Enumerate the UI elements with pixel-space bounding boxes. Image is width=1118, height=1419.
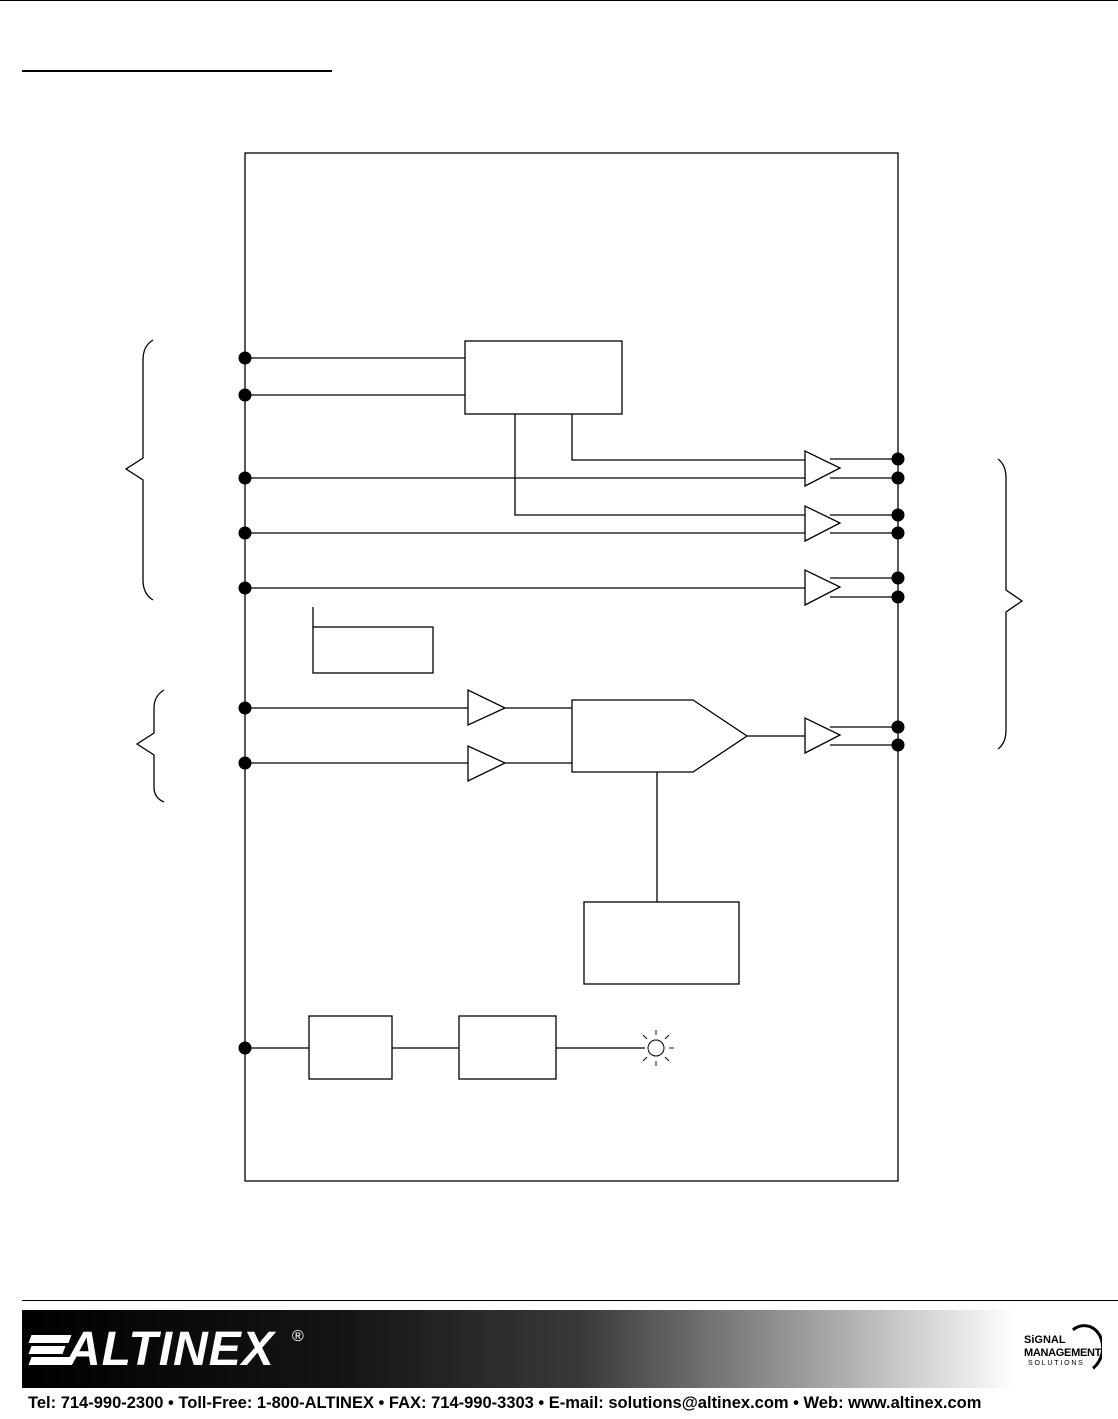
connector-dot-icon bbox=[238, 526, 252, 540]
power-box bbox=[312, 626, 434, 674]
registered-mark: ® bbox=[292, 1328, 304, 1345]
connector-dot-icon bbox=[891, 452, 905, 466]
brand-banner: ALTINEX ® SiGNAL MANAGEMENT SOLUTIONS bbox=[22, 1310, 1102, 1388]
connector-dot-icon bbox=[891, 590, 905, 604]
regulator-box bbox=[308, 1015, 393, 1080]
connector-dot-icon bbox=[891, 738, 905, 752]
connector-dot-icon bbox=[891, 720, 905, 734]
logo-signal: SiGNAL bbox=[1024, 1334, 1066, 1346]
buffer-icon bbox=[804, 449, 842, 488]
diagram-line bbox=[642, 1034, 648, 1040]
driver-box bbox=[458, 1015, 557, 1080]
led-icon bbox=[647, 1039, 665, 1057]
connector-dot-icon bbox=[891, 526, 905, 540]
enclosure-box bbox=[244, 152, 899, 1182]
led-rays-icon bbox=[642, 1030, 674, 1066]
brand-name: ALTINEX bbox=[66, 1323, 275, 1376]
logo-solutions: SOLUTIONS bbox=[1028, 1360, 1085, 1367]
connector-dot-icon bbox=[238, 388, 252, 402]
buffer-icon bbox=[804, 716, 842, 755]
input-group-brace-bottom bbox=[135, 689, 165, 803]
connector-dot-icon bbox=[238, 756, 252, 770]
output-group-brace bbox=[997, 458, 1024, 750]
diagram-line bbox=[664, 1034, 670, 1040]
top-rule bbox=[0, 0, 1118, 1]
brand-stripes-icon bbox=[28, 1330, 72, 1370]
input-group-brace-top bbox=[124, 339, 154, 601]
control-box bbox=[583, 901, 740, 985]
connector-dot-icon bbox=[891, 571, 905, 585]
connector-dot-icon bbox=[891, 471, 905, 485]
buffer-icon bbox=[467, 688, 507, 727]
signal-management-logo: SiGNAL MANAGEMENT SOLUTIONS bbox=[1022, 1320, 1102, 1380]
section-heading-underline bbox=[22, 70, 332, 72]
sync-processor-box bbox=[464, 340, 623, 415]
connector-dot-icon bbox=[238, 351, 252, 365]
diagram-line bbox=[642, 1056, 648, 1062]
connector-dot-icon bbox=[238, 1041, 252, 1055]
diagram-line bbox=[664, 1056, 670, 1062]
diagram-polyline bbox=[514, 414, 805, 516]
block-diagram bbox=[124, 152, 1024, 1182]
connector-dot-icon bbox=[891, 508, 905, 522]
buffer-icon bbox=[804, 504, 842, 543]
diagram-polyline bbox=[571, 414, 805, 461]
footer-rule bbox=[22, 1300, 1118, 1301]
connector-dot-icon bbox=[238, 701, 252, 715]
contact-line: Tel: 714-990-2300 • Toll-Free: 1-800-ALT… bbox=[28, 1394, 982, 1412]
connector-dot-icon bbox=[238, 471, 252, 485]
amplifier-icon bbox=[571, 699, 749, 773]
buffer-icon bbox=[804, 568, 842, 607]
diagram-g bbox=[238, 351, 905, 1055]
logo-management: MANAGEMENT bbox=[1024, 1347, 1102, 1359]
buffer-icon bbox=[467, 744, 507, 783]
connector-dot-icon bbox=[238, 581, 252, 595]
